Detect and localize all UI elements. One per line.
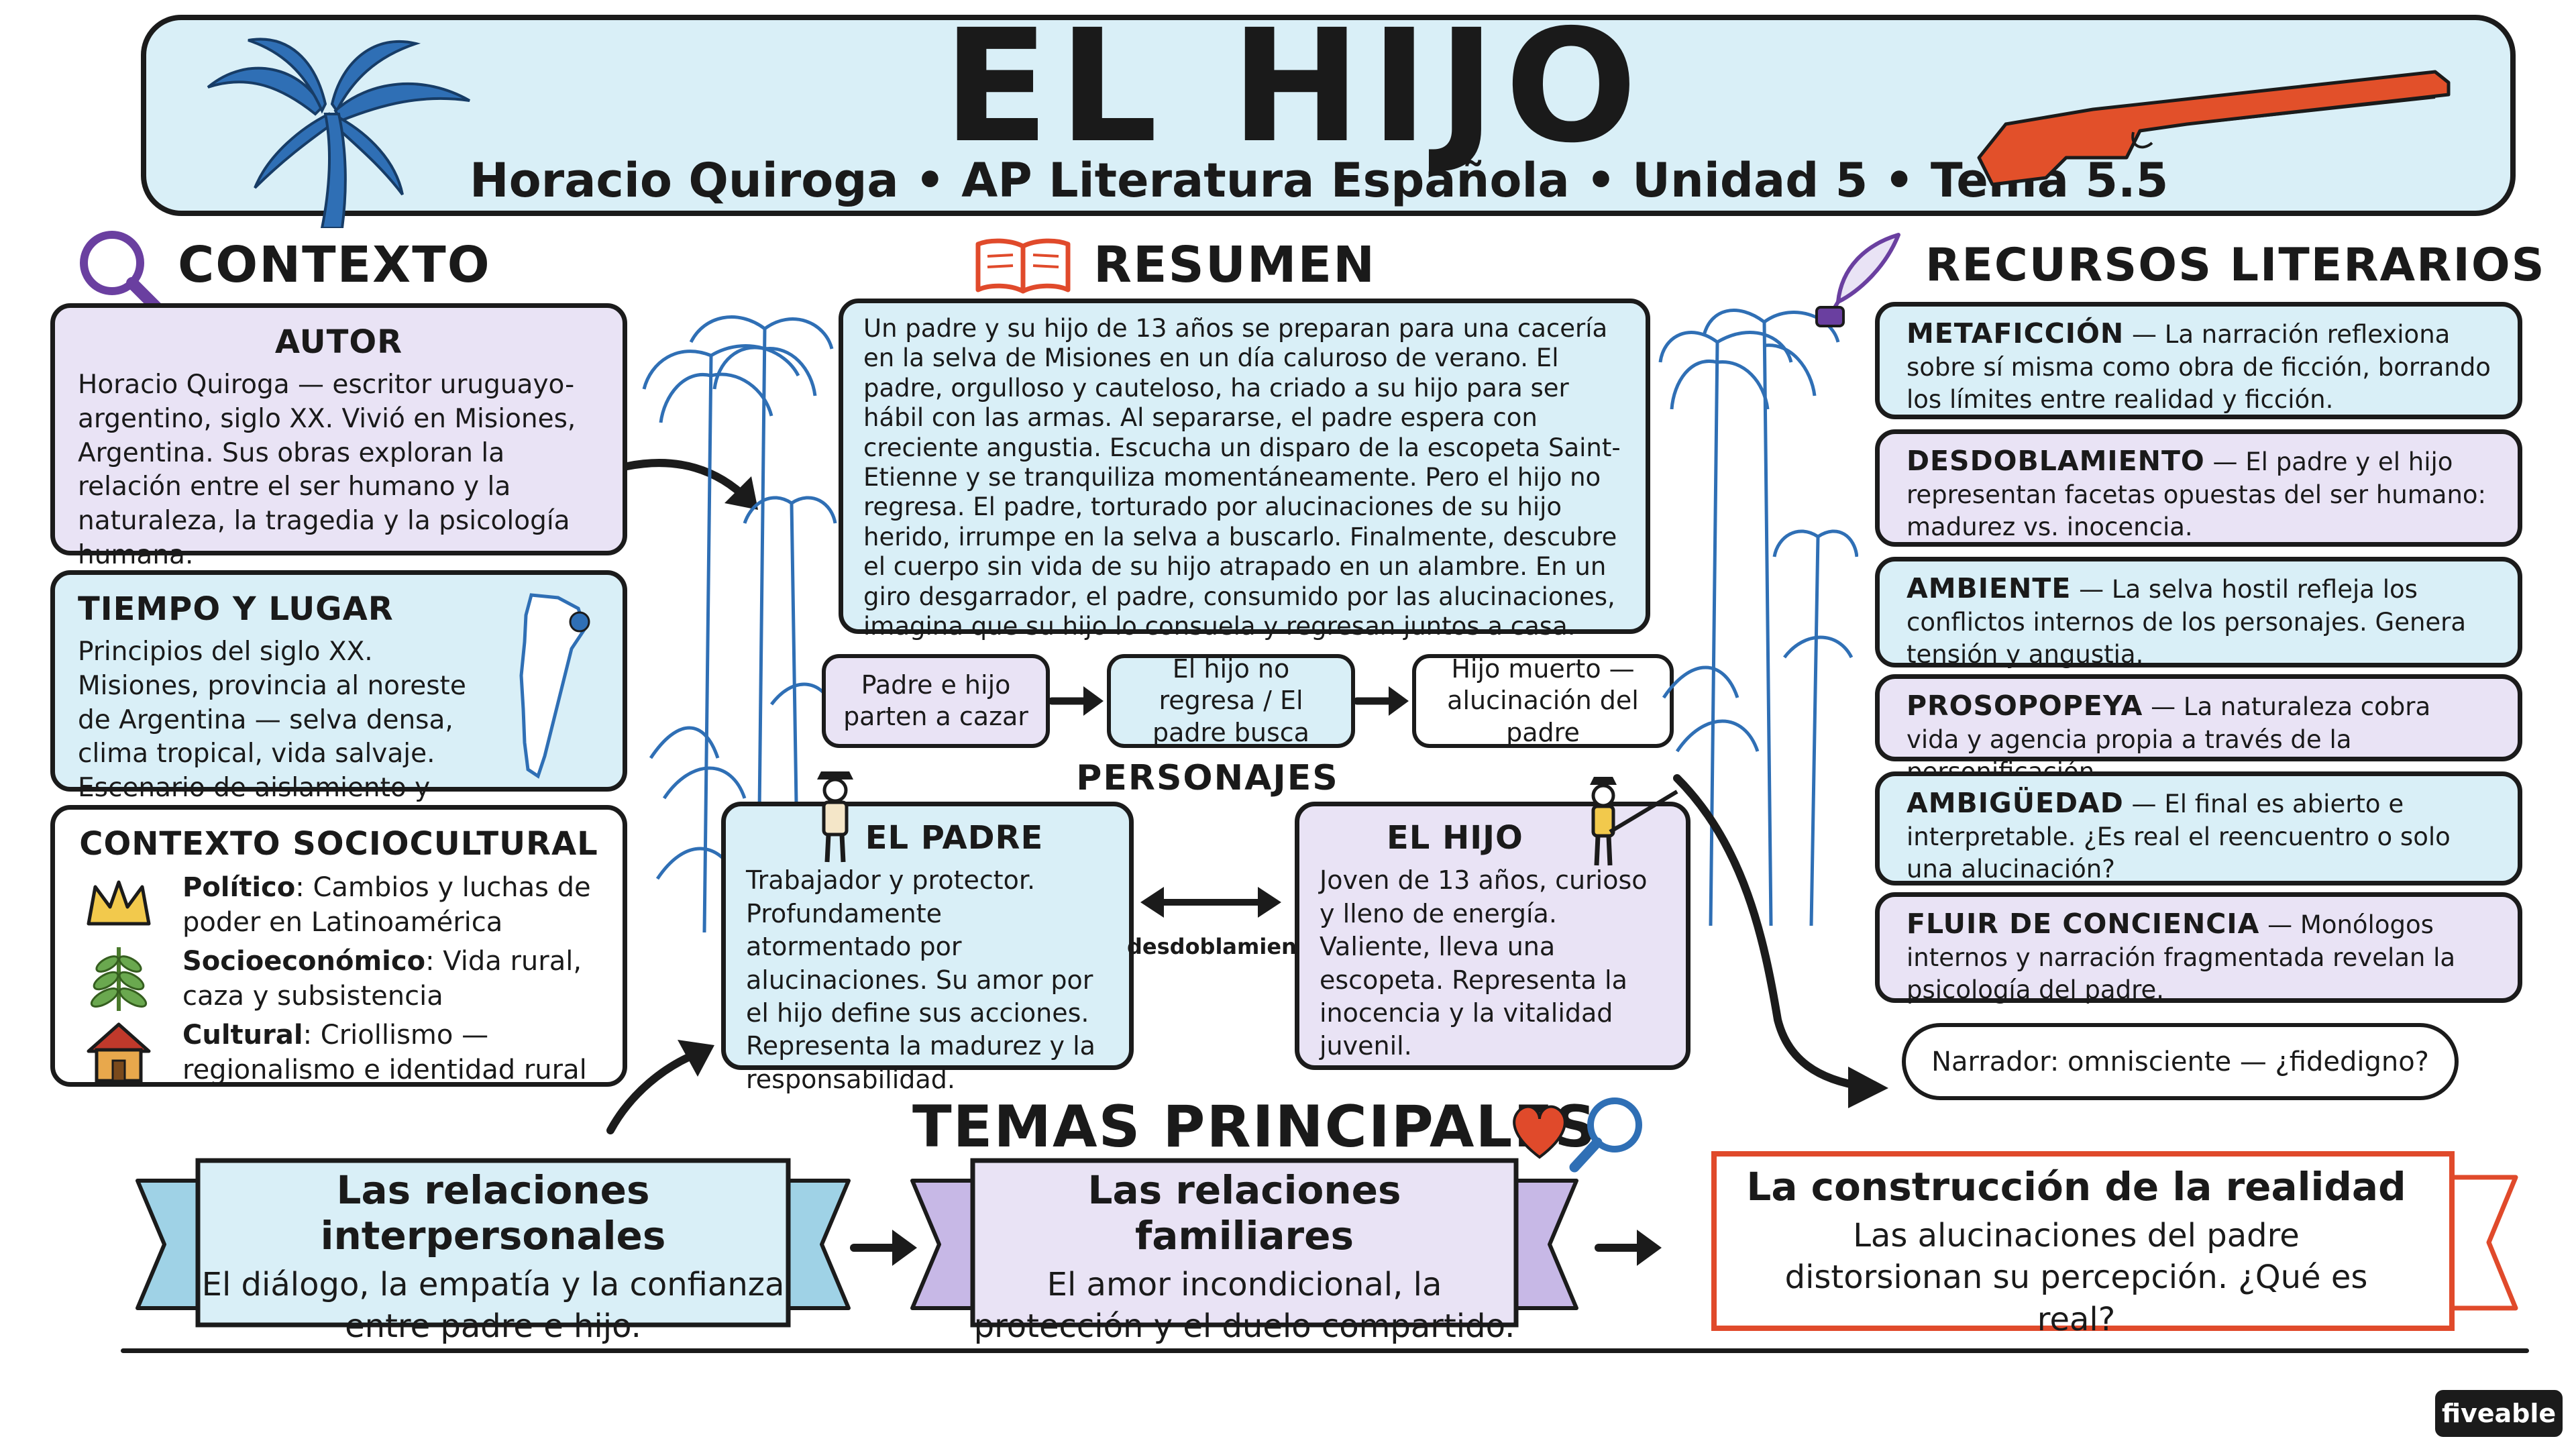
tiempo-lugar-box: TIEMPO Y LUGAR Principios del siglo XX. … <box>50 570 627 837</box>
socio-text: : Vida rural, caza y subsistencia <box>182 946 582 1012</box>
brand-logo: fiveable <box>2435 1390 2563 1437</box>
hunter-figure-icon <box>817 771 853 863</box>
padre-text: Trabajador y protector. Profundamente at… <box>746 865 1095 1094</box>
padre-box: EL PADRE Trabajador y protector. Profund… <box>721 802 1134 1094</box>
desdoblamiento-label: desdoblamiento <box>1127 934 1322 959</box>
heart-icon <box>1513 1105 1566 1159</box>
socio-label: Cultural <box>182 1020 303 1051</box>
socio-item-cultural: Cultural: Criollismo — regionalismo e id… <box>82 1018 609 1091</box>
socio-text: : Cambios y luchas de poder en Latinoamé… <box>182 872 591 938</box>
tiempo-lugar-text: Principios del siglo XX. Misiones, provi… <box>78 637 466 837</box>
socio-label: Político <box>182 872 296 903</box>
sociocultural-title: CONTEXTO SOCIOCULTURAL <box>79 825 598 863</box>
socio-text: : Criollismo — regionalismo e identidad … <box>182 1020 587 1085</box>
crown-icon <box>87 880 151 926</box>
hijo-title: EL HIJO <box>1387 819 1523 857</box>
recurso-item: METAFICCIÓN — La narración reflexiona so… <box>1875 302 2522 419</box>
arrow-right-icon <box>1595 1230 1662 1266</box>
autor-title: AUTOR <box>274 323 403 361</box>
padre-title: EL PADRE <box>865 819 1044 857</box>
flow-step-3: Hijo muerto — alucinación del padre <box>1412 654 1674 748</box>
recurso-item: PROSOPOPEYA — La naturaleza cobra vida y… <box>1875 674 2522 786</box>
arrow-autor-to-resumen <box>624 459 758 510</box>
resumen-title: RESUMEN <box>1093 236 1377 294</box>
temas-title: TEMAS PRINCIPALES <box>912 1093 1597 1161</box>
contexto-title: CONTEXTO <box>178 236 491 294</box>
arrow-to-narrador <box>1673 774 1888 1108</box>
tema-title: La construcción de la realidad <box>1746 1164 2406 1210</box>
boy-with-rifle-icon <box>1590 777 1678 866</box>
autor-box: AUTOR Horacio Quiroga — escritor uruguay… <box>50 303 627 570</box>
magnifier-icon <box>1569 1097 1642 1173</box>
house-icon <box>87 1022 151 1083</box>
recursos-title: RECURSOS LITERARIOS <box>1925 239 2546 292</box>
tema-item: Las relaciones interpersonales El diálog… <box>198 1167 788 1345</box>
tema-item: La construcción de la realidad Las aluci… <box>1721 1164 2432 1338</box>
resumen-box: Un padre y su hijo de 13 años se prepara… <box>839 299 1650 641</box>
recurso-item: DESDOBLAMIENTO — El padre y el hijo repr… <box>1875 429 2522 547</box>
recurso-item: FLUIR DE CONCIENCIA — Monólogos internos… <box>1875 892 2522 1004</box>
recurso-item: AMBIENTE — La selva hostil refleja los c… <box>1875 557 2522 669</box>
plant-icon <box>90 947 148 1011</box>
narrador-bubble: Narrador: omnisciente — ¿fidedigno? <box>1902 1023 2459 1100</box>
socio-item-politico: Político: Cambios y luchas de poder en L… <box>82 870 609 944</box>
tema-item: Las relaciones familiares El amor incond… <box>973 1167 1516 1345</box>
flow-step-1: Padre e hijo parten a cazar <box>822 654 1050 748</box>
ribbon-banner-shape <box>1711 1151 2518 1331</box>
quill-pen-icon <box>1815 233 1900 327</box>
palm-tree-icon <box>207 38 470 228</box>
arrow-socio-to-padre <box>606 1040 714 1134</box>
page-title: EL HIJO <box>943 0 1647 177</box>
tema-title: Las relaciones familiares <box>1087 1167 1401 1258</box>
arrow-right-icon <box>1353 686 1409 716</box>
tema-text: El diálogo, la empatía y la confianza en… <box>201 1266 785 1346</box>
jungle-trees-right-decoration <box>1658 309 1858 926</box>
page-subtitle: Horacio Quiroga • AP Literatura Española… <box>470 153 2169 208</box>
socio-label: Socioeconómico <box>182 946 426 977</box>
recurso-item: AMBIGÜEDAD — El final es abierto e inter… <box>1875 771 2522 885</box>
rifle-icon <box>1977 70 2451 186</box>
hijo-text: Joven de 13 años, curioso y lleno de ene… <box>1320 865 1648 1061</box>
arrow-right-icon <box>1048 686 1104 716</box>
flow-step-2: El hijo no regresa / El padre busca <box>1107 654 1355 748</box>
tema-text: Las alucinaciones del padre distorsionan… <box>1784 1217 2368 1338</box>
ribbon-banner-shape <box>910 1158 1578 1328</box>
tiempo-lugar-title: TIEMPO Y LUGAR <box>78 590 394 628</box>
hijo-box: EL HIJO Joven de 13 años, curioso y llen… <box>1295 802 1690 1070</box>
personajes-title: PERSONAJES <box>1076 758 1339 798</box>
narrador-text: Narrador: omnisciente — ¿fidedigno? <box>1931 1046 2429 1077</box>
double-arrow-icon <box>1140 887 1281 918</box>
magnifier-icon <box>80 231 167 318</box>
book-icon <box>975 238 1071 294</box>
tema-text: El amor incondicional, la protección y e… <box>973 1266 1515 1346</box>
argentina-map-icon <box>519 593 590 779</box>
arrow-right-icon <box>850 1230 917 1266</box>
bottom-divider <box>121 1348 2529 1353</box>
socio-item-socioeconomico: Socioeconómico: Vida rural, caza y subsi… <box>82 944 609 1018</box>
tema-title: Las relaciones interpersonales <box>320 1167 666 1258</box>
resumen-text: Un padre y su hijo de 13 años se prepara… <box>863 314 1621 641</box>
ribbon-banner-shape <box>136 1158 851 1328</box>
sociocultural-box: CONTEXTO SOCIOCULTURAL Político: Cambios… <box>50 805 627 1087</box>
autor-text: Horacio Quiroga — escritor uruguayo-arge… <box>78 370 576 570</box>
